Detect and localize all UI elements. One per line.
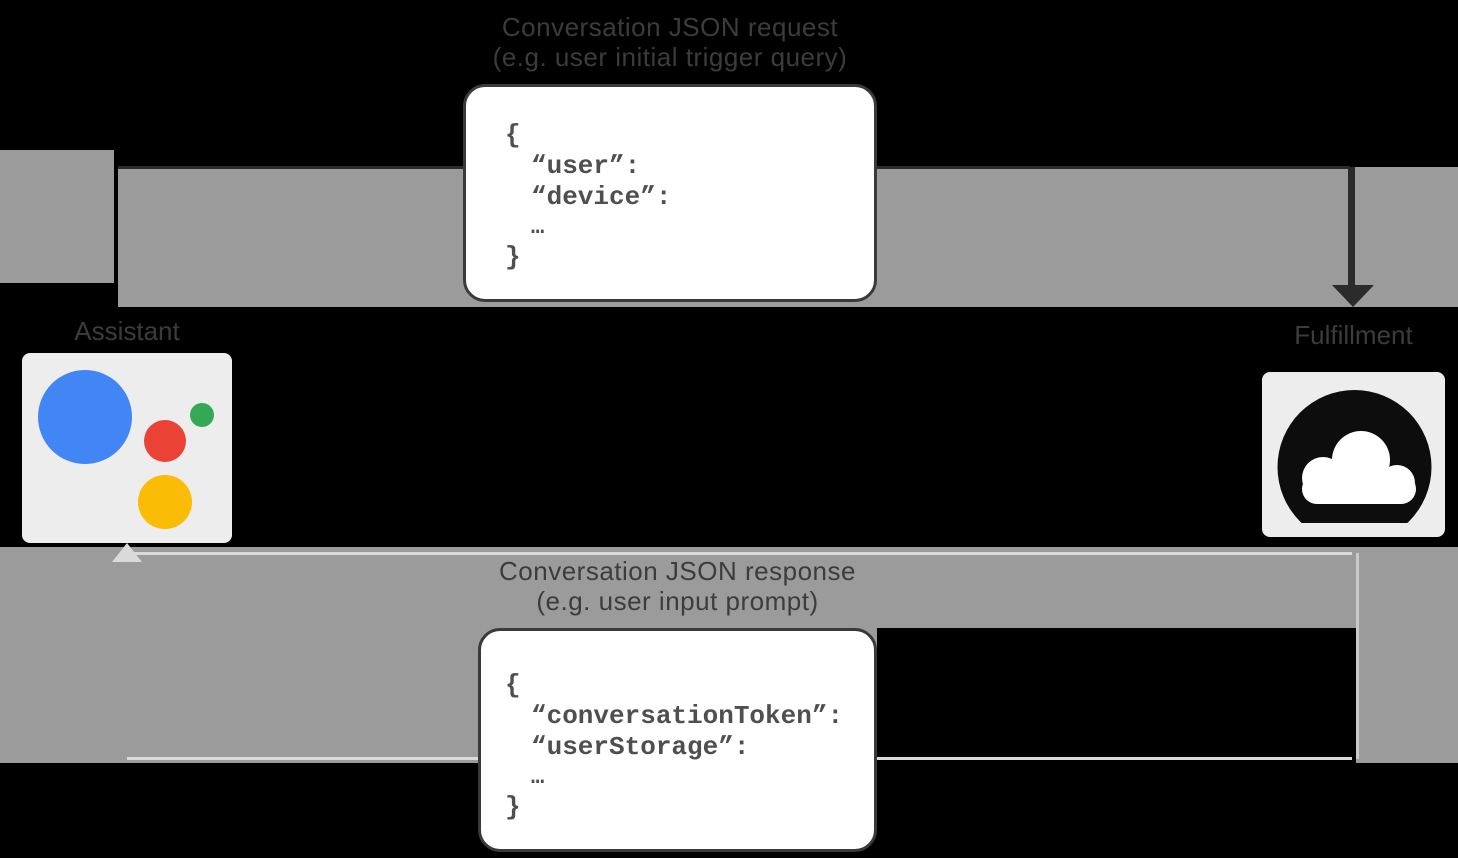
request-arrowhead-down-icon (1332, 285, 1374, 307)
request-json-box: { “user”: “device”: … } (463, 84, 877, 302)
code-line: “userStorage”: (531, 732, 750, 762)
request-title-line1: Conversation JSON request (501, 12, 839, 42)
response-title-line2: (e.g. user input prompt) (536, 586, 819, 616)
response-title: Conversation JSON response (e.g. user in… (448, 556, 907, 616)
response-arrowhead-up-icon (112, 543, 142, 562)
cloud-icon (1277, 390, 1432, 523)
request-arrow-band-left (0, 150, 114, 283)
response-arrow-line (130, 552, 1352, 555)
assistant-tile (22, 353, 232, 543)
code-line: “device”: (531, 182, 672, 212)
assistant-blue-circle (38, 370, 132, 464)
response-arrow-band-mid (877, 547, 1356, 628)
code-line-ellipsis: … (531, 215, 545, 240)
request-arrow-line-vertical (1348, 167, 1355, 285)
assistant-green-circle (190, 403, 214, 427)
assistant-label: Assistant (74, 316, 180, 346)
code-line: “conversationToken”: (531, 701, 844, 731)
request-title-line2: (e.g. user initial trigger query) (492, 42, 848, 72)
code-line: { (505, 120, 521, 150)
response-arrow-line-vertical (1356, 553, 1359, 759)
response-title-line1: Conversation JSON response (499, 556, 856, 586)
response-json-box: { “conversationToken”: “userStorage”: … … (478, 628, 877, 852)
code-line: } (505, 792, 521, 822)
request-title: Conversation JSON request (e.g. user ini… (433, 12, 907, 72)
fulfillment-tile (1262, 372, 1445, 537)
assistant-red-circle (144, 420, 186, 462)
response-arrow-band-right (1356, 547, 1458, 763)
code-line-ellipsis: … (531, 765, 545, 790)
fulfillment-label: Fulfillment (1294, 320, 1413, 350)
code-line: { (505, 670, 521, 700)
code-line: “user”: (531, 151, 641, 181)
code-line: } (505, 242, 521, 272)
assistant-yellow-circle (138, 475, 192, 529)
